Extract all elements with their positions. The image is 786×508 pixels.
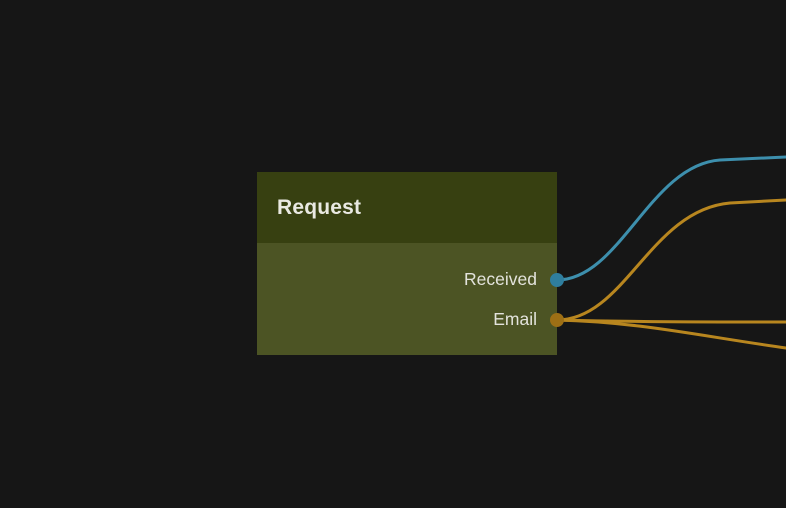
node-body: Received Email [257,243,564,355]
output-port-received[interactable]: Received [464,268,564,292]
edge-received-1[interactable] [555,155,786,282]
port-dot-email-icon[interactable] [550,313,564,327]
output-port-email[interactable]: Email [493,308,564,332]
node-request[interactable]: Request Received Email [257,172,564,355]
node-header[interactable]: Request [257,172,557,243]
output-port-email-label: Email [493,309,537,330]
port-dot-received-icon[interactable] [550,273,564,287]
edge-email-3[interactable] [555,318,786,350]
output-port-received-label: Received [464,269,537,290]
edge-email-1[interactable] [555,198,786,322]
edge-email-2[interactable] [555,318,786,324]
node-title: Request [277,196,362,219]
